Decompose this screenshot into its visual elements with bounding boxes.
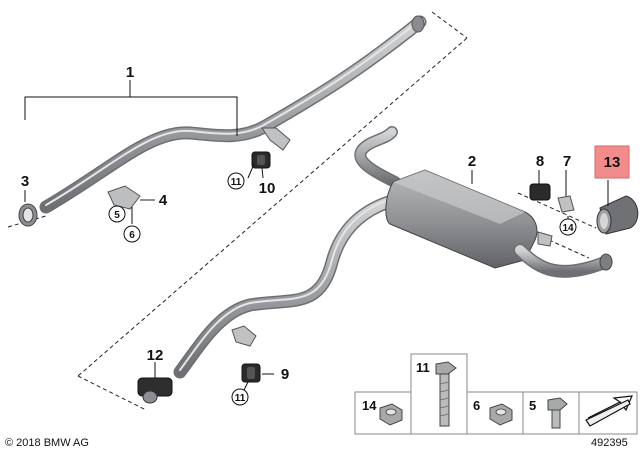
rubber-mount-part-9: [241, 363, 261, 383]
circled-callout-5: 5: [114, 210, 120, 221]
bracket-part-7: [557, 195, 575, 213]
parts-detail-box: 14 11 6 5: [354, 353, 638, 435]
nut-6-icon: [489, 403, 513, 426]
nut-14-icon: [379, 403, 403, 426]
bracket-part-4: [107, 185, 155, 210]
callout-2: 2: [468, 153, 476, 170]
front-pipe: [39, 15, 427, 214]
highlighted-callout-13[interactable]: 13: [594, 145, 630, 179]
callout-13: 13: [604, 154, 621, 171]
part-label-14: 14: [362, 398, 377, 413]
circle-14: [559, 218, 577, 236]
callout-8: 8: [536, 153, 544, 170]
callout-labels: 1 3 4 10 2 8 7 12 9: [21, 64, 571, 383]
circled-callout-6: 6: [129, 230, 135, 241]
circled-callout-11b: 11: [235, 393, 246, 404]
part-label-6: 6: [473, 398, 480, 413]
circle-6: [123, 225, 141, 243]
rubber-mount-part-10: [251, 151, 271, 169]
bolt-5-icon: [547, 397, 568, 429]
circled-callout-11a: 11: [231, 177, 242, 188]
callout-10: 10: [259, 180, 276, 197]
assembly-dashed-outline: [7, 11, 597, 411]
callout-7: 7: [563, 153, 571, 170]
highlight-box: [594, 145, 630, 179]
circled-callouts: 5 6 11 14 11: [108, 172, 577, 406]
rubber-mount-part-8: [529, 183, 551, 201]
callout-12: 12: [147, 347, 164, 364]
part-label-5: 5: [529, 398, 536, 413]
clamp-part-12: [137, 377, 173, 404]
circle-11b: [231, 388, 249, 406]
circle-11a: [227, 172, 245, 190]
tailpipe-trim-part-13: [596, 195, 639, 235]
callout-1: 1: [126, 64, 134, 81]
copyright-text: © 2018 BMW AG: [5, 437, 89, 449]
circled-callout-14: 14: [562, 223, 574, 234]
callout-3: 3: [21, 173, 29, 190]
part-label-11: 11: [416, 360, 430, 375]
diagram-id-text: 492395: [591, 437, 628, 449]
callout-9: 9: [281, 366, 289, 383]
clamp-part-3: [18, 203, 38, 227]
direction-arrow-icon: [585, 395, 633, 427]
circle-5: [108, 205, 126, 223]
callout-4: 4: [159, 192, 168, 209]
rear-silencer: [173, 126, 613, 379]
bolt-11-icon: [435, 361, 457, 427]
